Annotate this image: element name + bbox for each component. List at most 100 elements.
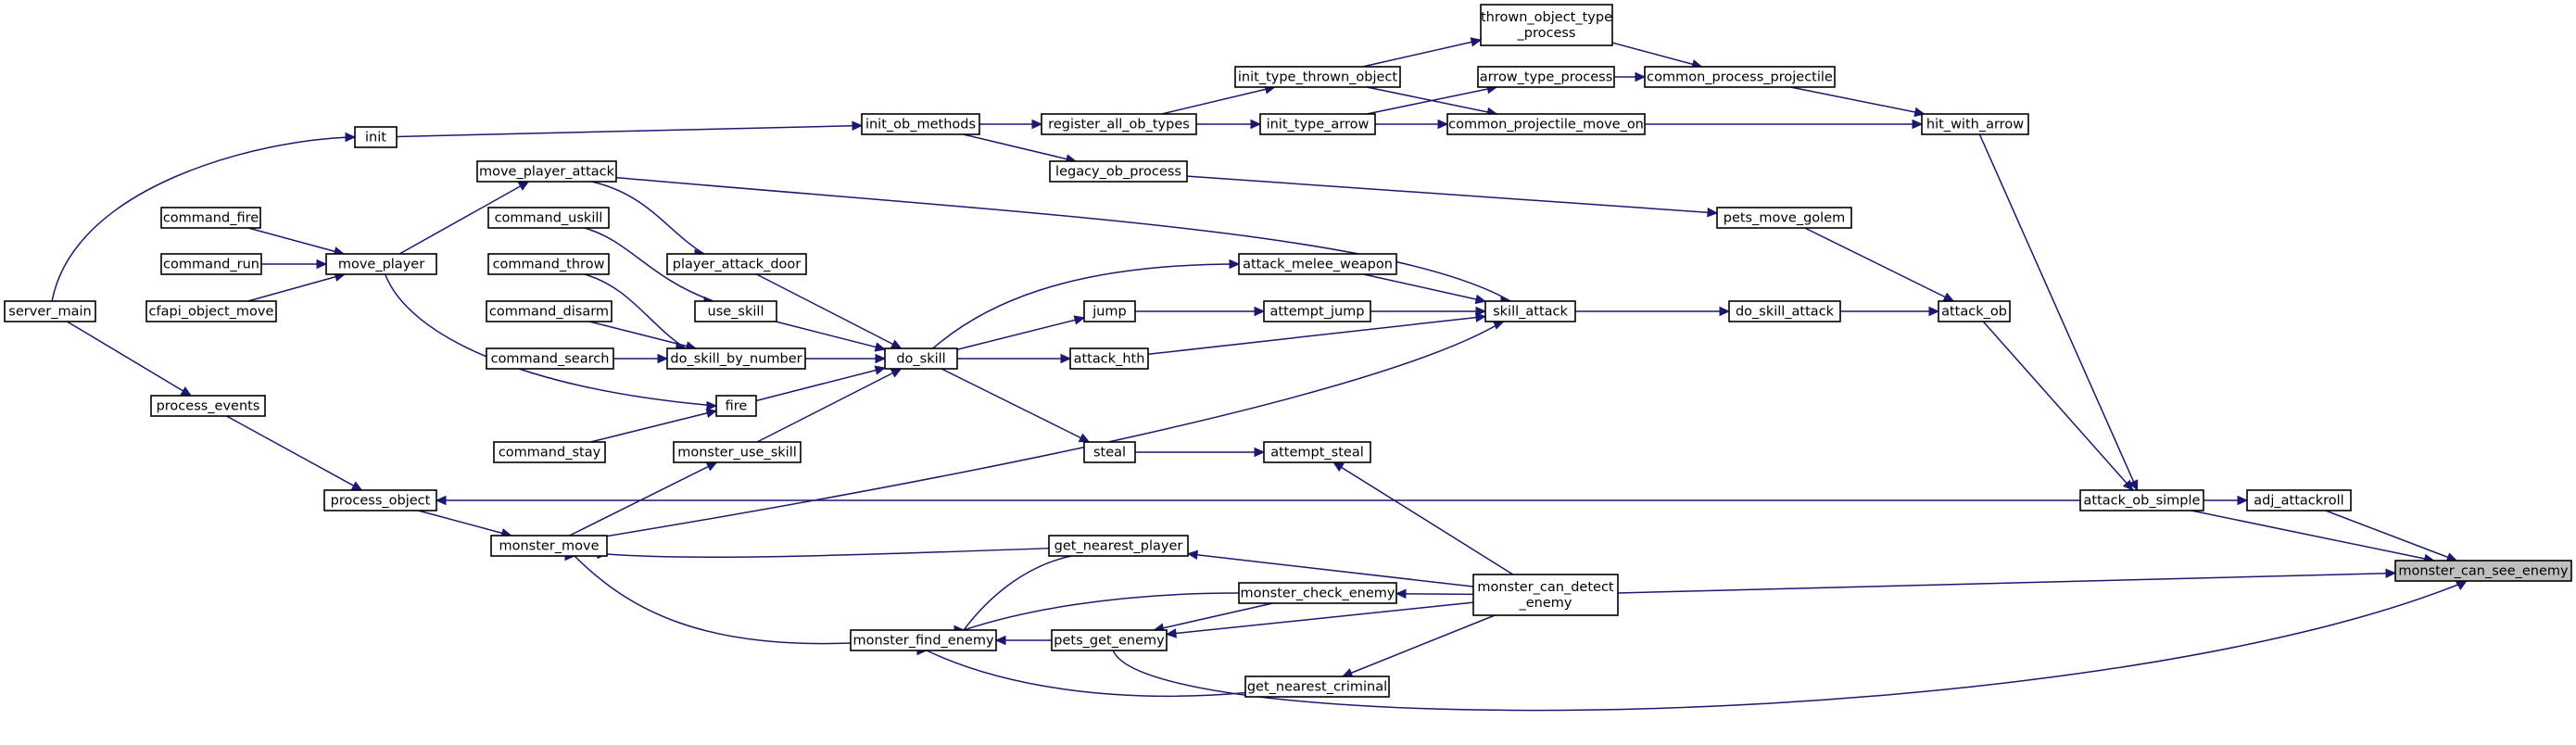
- node-player-attack-door[interactable]: player_attack_door: [666, 253, 807, 275]
- node-box[interactable]: [1048, 535, 1189, 557]
- node-attack-melee-weapon[interactable]: attack_melee_weapon: [1238, 253, 1397, 275]
- node-box[interactable]: [715, 395, 757, 417]
- node-box[interactable]: [493, 441, 606, 463]
- node-box[interactable]: [1644, 66, 1836, 88]
- node-box[interactable]: [1051, 629, 1168, 651]
- node-process-events[interactable]: process_events: [150, 395, 266, 417]
- node-monster-can-see-enemy[interactable]: monster_can_see_enemy: [2394, 560, 2572, 582]
- node-box[interactable]: [486, 300, 612, 322]
- node-do-skill[interactable]: do_skill: [884, 347, 958, 370]
- node-box[interactable]: [160, 253, 262, 275]
- node-box[interactable]: [486, 347, 614, 370]
- node-box[interactable]: [1446, 113, 1646, 135]
- node-command-throw[interactable]: command_throw: [487, 253, 610, 275]
- node-command-uskill[interactable]: command_uskill: [487, 207, 610, 229]
- node-command-fire[interactable]: command_fire: [160, 207, 261, 229]
- node-monster-move[interactable]: monster_move: [490, 535, 608, 557]
- node-command-run[interactable]: command_run: [160, 253, 262, 275]
- node-monster-check-enemy[interactable]: monster_check_enemy: [1238, 582, 1397, 604]
- node-box[interactable]: [666, 253, 807, 275]
- node-box[interactable]: [666, 347, 806, 370]
- node-attack-hth[interactable]: attack_hth: [1069, 347, 1149, 370]
- node-box[interactable]: [490, 535, 608, 557]
- node-use-skill[interactable]: use_skill: [694, 300, 777, 322]
- node-box[interactable]: [1938, 300, 2011, 322]
- node-pets-move-golem[interactable]: pets_move_golem: [1716, 207, 1852, 229]
- node-box[interactable]: [1244, 676, 1390, 698]
- node-box[interactable]: [4, 300, 96, 322]
- node-move-player[interactable]: move_player: [325, 253, 437, 275]
- node-common-projectile-move-on[interactable]: common_projectile_move_on: [1446, 113, 1646, 135]
- node-box[interactable]: [1716, 207, 1852, 229]
- node-box[interactable]: [1069, 347, 1149, 370]
- node-hit-with-arrow[interactable]: hit_with_arrow: [1921, 113, 2029, 135]
- node-attack-ob[interactable]: attack_ob: [1938, 300, 2011, 322]
- node-init-type-arrow[interactable]: init_type_arrow: [1259, 113, 1376, 135]
- node-box[interactable]: [1728, 300, 1841, 322]
- node-monster-can-detect-enemy[interactable]: monster_can_detect_enemy: [1472, 574, 1619, 616]
- node-command-disarm[interactable]: command_disarm: [486, 300, 612, 322]
- node-box[interactable]: [1263, 441, 1371, 463]
- node-get-nearest-criminal[interactable]: get_nearest_criminal: [1244, 676, 1390, 698]
- node-common-process-projectile[interactable]: common_process_projectile: [1644, 66, 1836, 88]
- node-attempt-steal[interactable]: attempt_steal: [1263, 441, 1371, 463]
- node-box[interactable]: [325, 253, 437, 275]
- node-command-search[interactable]: command_search: [486, 347, 614, 370]
- node-box[interactable]: [354, 126, 398, 148]
- node-register-all-ob-types[interactable]: register_all_ob_types: [1041, 113, 1197, 135]
- node-box[interactable]: [884, 347, 958, 370]
- node-box[interactable]: [487, 207, 610, 229]
- node-legacy-ob-process[interactable]: legacy_ob_process: [1049, 160, 1188, 183]
- node-pets-get-enemy[interactable]: pets_get_enemy: [1051, 629, 1168, 651]
- node-thrown-object-type-process[interactable]: thrown_object_type_process: [1480, 4, 1613, 46]
- node-cfapi-object-move[interactable]: cfapi_object_move: [145, 300, 277, 322]
- node-box[interactable]: [1921, 113, 2029, 135]
- node-box[interactable]: [861, 113, 980, 135]
- node-move-player-attack[interactable]: move_player_attack: [476, 160, 617, 183]
- node-box[interactable]: [694, 300, 777, 322]
- node-do-skill-by-number[interactable]: do_skill_by_number: [666, 347, 806, 370]
- node-arrow-type-process[interactable]: arrow_type_process: [1477, 66, 1615, 88]
- node-process-object[interactable]: process_object: [323, 489, 437, 511]
- node-box[interactable]: [150, 395, 266, 417]
- node-box[interactable]: [1484, 300, 1576, 322]
- node-box[interactable]: [1238, 582, 1397, 604]
- node-box[interactable]: [145, 300, 277, 322]
- node-box[interactable]: [1477, 66, 1615, 88]
- node-box[interactable]: [1480, 4, 1613, 46]
- node-box[interactable]: [476, 160, 617, 183]
- node-steal[interactable]: steal: [1083, 441, 1136, 463]
- node-box[interactable]: [2079, 489, 2204, 511]
- node-box[interactable]: [1472, 574, 1619, 616]
- node-box[interactable]: [1041, 113, 1197, 135]
- node-adj-attackroll[interactable]: adj_attackroll: [2246, 489, 2352, 511]
- node-box[interactable]: [1263, 300, 1371, 322]
- node-fire[interactable]: fire: [715, 395, 757, 417]
- node-init-type-thrown-object[interactable]: init_type_thrown_object: [1234, 66, 1401, 88]
- node-box[interactable]: [1238, 253, 1397, 275]
- node-command-stay[interactable]: command_stay: [493, 441, 606, 463]
- node-box[interactable]: [1234, 66, 1401, 88]
- node-box[interactable]: [673, 441, 802, 463]
- node-box[interactable]: [323, 489, 437, 511]
- node-box[interactable]: [850, 629, 997, 651]
- node-box[interactable]: [2246, 489, 2352, 511]
- node-skill-attack[interactable]: skill_attack: [1484, 300, 1576, 322]
- node-server-main[interactable]: server_main: [4, 300, 96, 322]
- node-monster-find-enemy[interactable]: monster_find_enemy: [850, 629, 997, 651]
- node-box[interactable]: [2394, 560, 2572, 582]
- node-box[interactable]: [1259, 113, 1376, 135]
- node-box[interactable]: [487, 253, 610, 275]
- node-attack-ob-simple[interactable]: attack_ob_simple: [2079, 489, 2204, 511]
- node-do-skill-attack[interactable]: do_skill_attack: [1728, 300, 1841, 322]
- node-init-ob-methods[interactable]: init_ob_methods: [861, 113, 980, 135]
- node-get-nearest-player[interactable]: get_nearest_player: [1048, 535, 1189, 557]
- node-box[interactable]: [1083, 300, 1136, 322]
- node-box[interactable]: [1083, 441, 1136, 463]
- node-box[interactable]: [1049, 160, 1188, 183]
- node-monster-use-skill[interactable]: monster_use_skill: [673, 441, 802, 463]
- node-init[interactable]: init: [354, 126, 398, 148]
- node-jump[interactable]: jump: [1083, 300, 1136, 322]
- node-box[interactable]: [160, 207, 261, 229]
- node-attempt-jump[interactable]: attempt_jump: [1263, 300, 1371, 322]
